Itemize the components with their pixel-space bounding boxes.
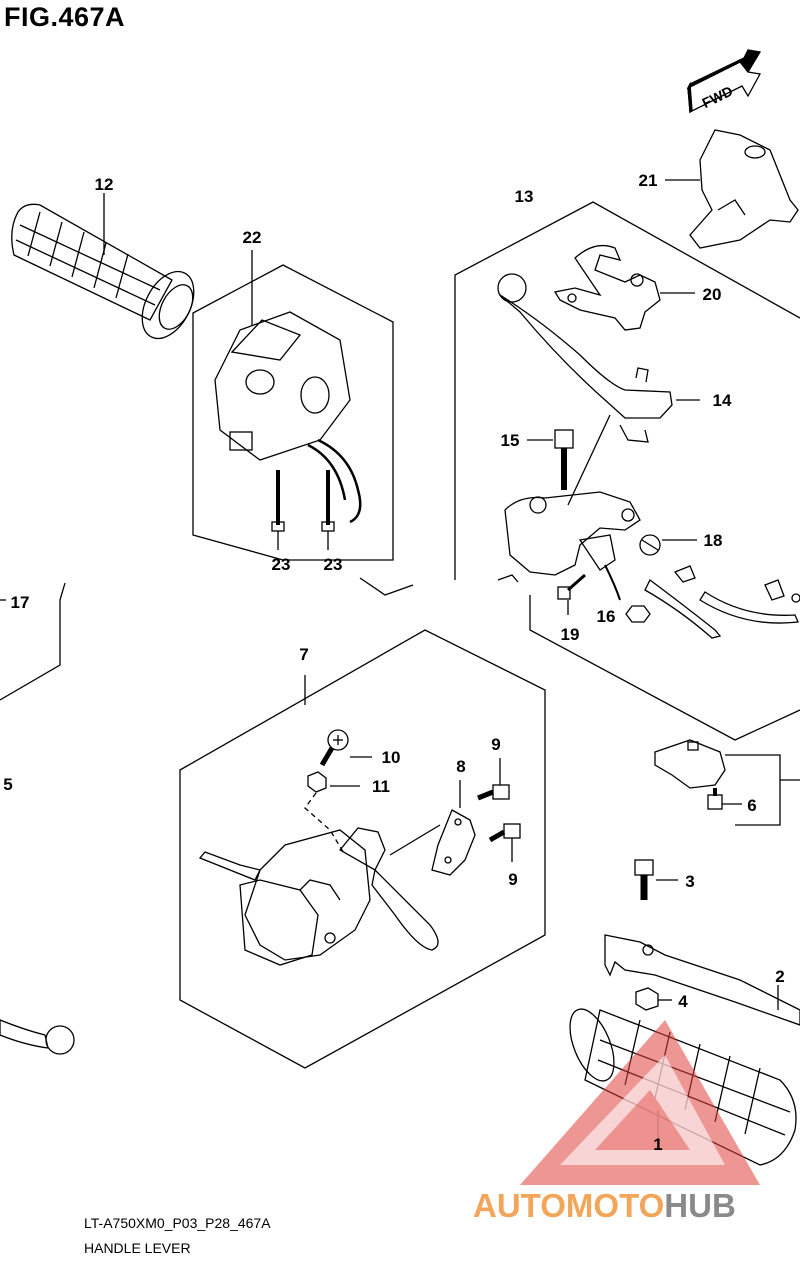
screw-10-icon bbox=[319, 729, 349, 767]
callout-14: 14 bbox=[713, 391, 732, 410]
callout-6: 6 bbox=[747, 796, 756, 815]
bolt-15-icon bbox=[554, 429, 574, 490]
group-box-13 bbox=[454, 201, 800, 580]
screw-9-lower-icon bbox=[488, 823, 521, 843]
bracket-20-icon bbox=[553, 244, 661, 331]
screw-9-upper-icon bbox=[477, 784, 510, 801]
adjuster-18-icon bbox=[639, 534, 661, 556]
fwd-arrow-icon bbox=[686, 49, 762, 114]
callout-2: 2 bbox=[775, 967, 784, 986]
callout-22: 22 bbox=[243, 228, 262, 247]
callout-5: 5 bbox=[3, 775, 12, 794]
callout-3: 3 bbox=[685, 872, 694, 891]
group-box-17 bbox=[0, 582, 66, 701]
group-box-22-dash bbox=[359, 577, 414, 596]
callout-15: 15 bbox=[501, 431, 520, 450]
callout-9-upper: 9 bbox=[491, 735, 500, 754]
screw-23-right-icon bbox=[321, 470, 335, 532]
callout-21: 21 bbox=[639, 171, 658, 190]
callout-8: 8 bbox=[456, 757, 465, 776]
switch-6-icon bbox=[654, 739, 726, 789]
watermark-moto: MOTO bbox=[566, 1187, 664, 1224]
callout-20: 20 bbox=[703, 285, 722, 304]
grip-12-icon bbox=[11, 203, 195, 340]
cover-21-icon bbox=[689, 129, 799, 249]
nut-4-icon bbox=[635, 987, 659, 1011]
lever-lower-icon bbox=[644, 565, 800, 639]
screw-6-icon bbox=[707, 788, 723, 810]
callout-4: 4 bbox=[678, 992, 688, 1011]
callout-16: 16 bbox=[597, 607, 616, 626]
screw-23-left-icon bbox=[271, 470, 285, 532]
callout-7: 7 bbox=[299, 645, 308, 664]
watermark-logo-icon bbox=[520, 1020, 760, 1185]
lever-2-icon bbox=[604, 934, 800, 1026]
callout-13: 13 bbox=[515, 187, 534, 206]
drawing-code: LT-A750XM0_P03_P28_467A bbox=[84, 1215, 271, 1231]
watermark-text: AUTOMOTOHUB bbox=[473, 1187, 736, 1224]
pin-3-icon bbox=[634, 859, 654, 900]
bracket-8-icon bbox=[431, 809, 476, 876]
nut-16-icon bbox=[625, 605, 651, 623]
callout-1: 1 bbox=[653, 1135, 662, 1154]
switch-housing-22-icon bbox=[214, 311, 362, 524]
watermark-auto: AUTO bbox=[473, 1187, 566, 1224]
callout-11: 11 bbox=[372, 777, 390, 796]
callout-23-right: 23 bbox=[324, 555, 343, 574]
switch-7-icon bbox=[198, 827, 439, 966]
figure-title: FIG.467A bbox=[4, 2, 126, 32]
group-box-7 bbox=[179, 629, 546, 1069]
callout-17: 17 bbox=[11, 593, 30, 612]
watermark-hub: HUB bbox=[664, 1187, 736, 1224]
callout-12: 12 bbox=[95, 175, 114, 194]
group-box-13-lower bbox=[529, 595, 800, 741]
perch-13-icon bbox=[497, 491, 641, 601]
bolt-19-icon bbox=[557, 573, 586, 600]
nut-11-icon bbox=[307, 771, 327, 793]
lever-5-icon bbox=[0, 1019, 75, 1055]
callout-19: 19 bbox=[561, 625, 580, 644]
callout-18: 18 bbox=[704, 531, 723, 550]
drawing-name: HANDLE LEVER bbox=[84, 1240, 191, 1256]
callout-9-lower: 9 bbox=[508, 870, 517, 889]
group-box-22 bbox=[192, 264, 394, 561]
lever-14-icon bbox=[497, 273, 673, 443]
callout-23-left: 23 bbox=[272, 555, 291, 574]
callout-10: 10 bbox=[382, 748, 401, 767]
